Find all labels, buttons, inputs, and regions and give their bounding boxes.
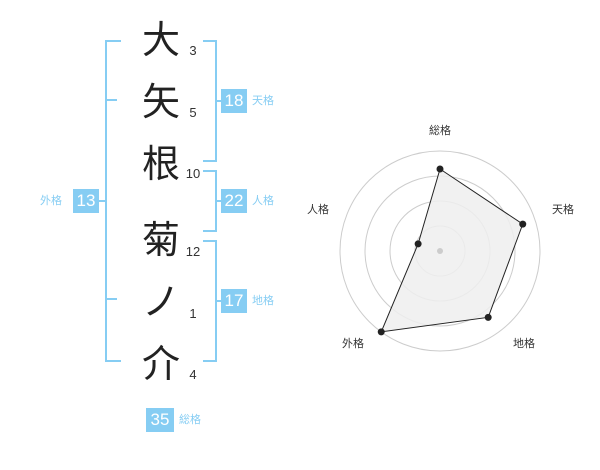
gaikaku-value: 13 (73, 189, 99, 213)
name-char: 菊 (141, 218, 180, 262)
radar-points (377, 165, 527, 336)
radar-label-soukaku: 総格 (429, 124, 451, 137)
soukaku-label: 総格 (179, 413, 201, 426)
name-char: 根 (141, 142, 180, 186)
radar-label-tenkaku: 天格 (552, 203, 574, 216)
radar-ring (339, 150, 541, 352)
chikaku-connector (215, 300, 223, 302)
radar-label-jinkaku: 人格 (307, 203, 329, 216)
chikaku-label: 地格 (252, 294, 274, 307)
radar-point (377, 328, 385, 336)
name-char: 介 (141, 342, 180, 386)
jinkaku-label: 人格 (252, 194, 274, 207)
radar-point (484, 313, 492, 321)
stroke-count: 5 (189, 105, 197, 120)
stroke-count: 12 (185, 244, 201, 259)
radar-polygon (380, 168, 524, 333)
tenkaku-value: 18 (221, 89, 247, 113)
radar-label-gaikaku: 外格 (342, 337, 364, 350)
stroke-count: 4 (189, 367, 197, 382)
stroke-count: 10 (185, 166, 201, 181)
radar-label-chikaku: 地格 (513, 337, 535, 350)
radar-point (414, 240, 422, 248)
radar-point (519, 220, 527, 228)
name-char: 大 (141, 18, 180, 62)
jinkaku-value: 22 (221, 189, 247, 213)
jinkaku-connector (215, 200, 223, 202)
tenkaku-label: 天格 (252, 94, 274, 107)
soukaku-value: 35 (146, 408, 174, 432)
radar-center-dot (437, 248, 443, 254)
stroke-count: 3 (189, 43, 197, 58)
chikaku-value: 17 (221, 289, 247, 313)
gaikaku-bracket-tick (105, 298, 117, 300)
radar-point (436, 165, 444, 173)
stroke-count: 1 (189, 306, 197, 321)
gaikaku-bracket-tick (105, 99, 117, 101)
name-char: ノ (141, 280, 180, 324)
tenkaku-connector (215, 100, 223, 102)
name-char: 矢 (141, 80, 180, 124)
gaikaku-label: 外格 (40, 194, 62, 207)
gaikaku-connector (97, 200, 107, 202)
